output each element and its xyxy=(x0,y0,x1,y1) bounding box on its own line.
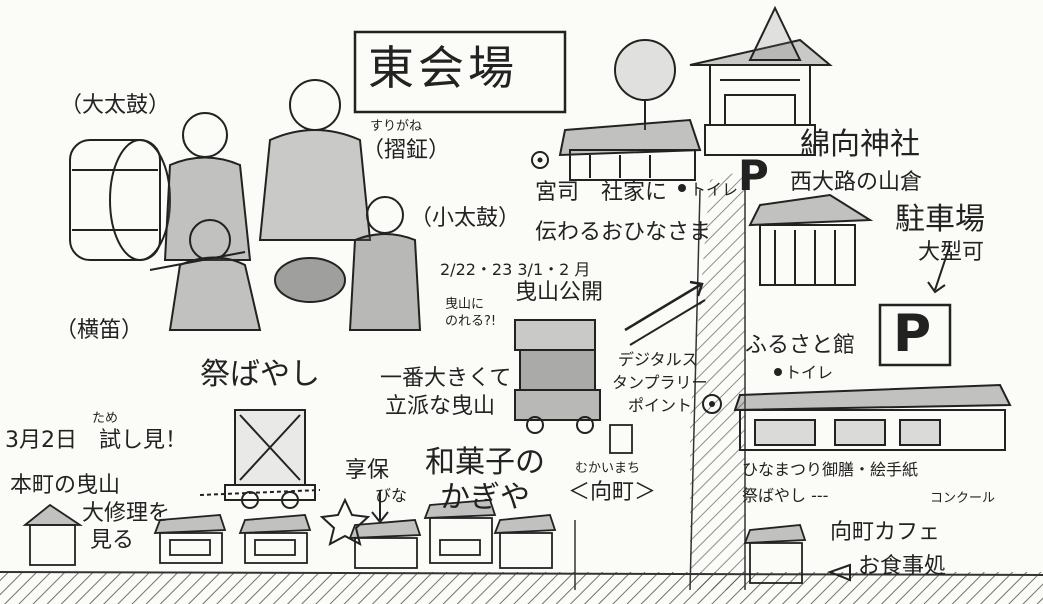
marker-circle-icon xyxy=(531,151,549,169)
label-meal: お食事処 xyxy=(858,554,947,579)
musicians-figures xyxy=(149,79,422,331)
parking-sign-small: P xyxy=(738,151,769,200)
label-trial: 3月2日 試し見！ xyxy=(5,428,187,453)
label-yokobue: （横笛） xyxy=(55,318,144,343)
label-matsuri-bayashi-2: 祭ばやし --- xyxy=(742,486,829,505)
label-surigane: （摺鉦） xyxy=(362,138,451,163)
parking-sign-large: P xyxy=(893,304,932,364)
title-frame xyxy=(353,30,567,114)
label-ichiban-2: 立派な曳山 xyxy=(385,394,496,419)
label-mukaimachi-kana: むかいまち xyxy=(575,461,641,476)
label-wagashi-2: かぎや xyxy=(440,480,530,515)
label-hikiyama-notte-2: のれる?! xyxy=(445,314,497,329)
parking-large-frame xyxy=(878,303,952,367)
label-tame: ため xyxy=(92,411,119,426)
matsuri-float-icon xyxy=(199,409,321,509)
label-digital-1: デジタルス xyxy=(618,350,698,369)
toilet-dot-icon-2 xyxy=(774,368,782,376)
road-bottom xyxy=(0,572,1043,604)
shrine-building-icon xyxy=(614,5,833,156)
star-icon xyxy=(319,497,371,546)
arrow-to-parking xyxy=(927,244,951,294)
stamp-box xyxy=(609,424,633,454)
label-toilet-1: トイレ xyxy=(690,180,739,199)
label-schedule-2: 曳山公開 xyxy=(515,280,604,305)
label-ichiban-1: 一番大きくて xyxy=(380,366,512,391)
label-mukaimachi: ＜向町＞ xyxy=(568,480,657,505)
houses-center-top xyxy=(558,118,702,181)
label-honmachi-3: 見る xyxy=(90,528,135,553)
furusato-buildings xyxy=(733,383,1012,451)
label-hikiyama-notte-1: 曳山に xyxy=(445,297,485,312)
stamp-point-icon xyxy=(702,394,722,414)
label-nishi: 西大路の山倉 xyxy=(790,170,923,195)
label-concours: コンクール xyxy=(930,491,996,506)
label-parking-2: 大型可 xyxy=(918,240,985,265)
label-wagashi-1: 和菓子の xyxy=(425,445,545,480)
label-honmachi-2: 大修理を xyxy=(82,501,171,526)
arrow-icon xyxy=(624,280,704,332)
meal-arrow-icon xyxy=(827,563,851,582)
label-honmachi-1: 本町の曳山 xyxy=(10,473,121,498)
label-kyoho-1: 享保 xyxy=(345,458,390,483)
label-shrine: 綿向神社 xyxy=(800,127,920,162)
label-parking-1: 駐車場 xyxy=(895,202,985,237)
label-digital-2: タンプラリー xyxy=(612,373,708,392)
label-cafe: 向町カフェ xyxy=(830,520,941,545)
label-matsuri-bayashi: 祭ばやし xyxy=(200,357,320,392)
label-miyaji-2: 伝わるおひなさま xyxy=(535,220,712,245)
label-kodaiko: （小太鼓） xyxy=(410,206,521,231)
label-schedule-1: 2/22・23 3/1・2 月 xyxy=(440,260,591,279)
hikiyama-float-icon xyxy=(514,319,601,434)
label-miyaji-1: 宮司 社家に xyxy=(535,180,668,205)
road-edge-bottom xyxy=(0,571,1043,576)
label-odaiko: （大太鼓） xyxy=(60,93,171,118)
label-furusato: ふるさと館 xyxy=(745,333,856,358)
road-diagonal xyxy=(690,170,745,590)
houses-bottom-row xyxy=(22,499,807,584)
venue-title: 東会場 xyxy=(368,41,518,95)
toilet-dot-icon xyxy=(678,184,686,192)
label-digital-3: ポイント xyxy=(628,396,693,415)
label-kyoho-2: びな xyxy=(375,486,408,505)
label-toilet-2: トイレ xyxy=(785,363,834,382)
label-suri: すりがね xyxy=(370,119,423,134)
odaiko-drum-icon xyxy=(69,139,171,261)
label-hinamatsuri: ひなまつり御膳・絵手紙 xyxy=(742,460,919,479)
yamakura-building-icon xyxy=(748,193,874,286)
